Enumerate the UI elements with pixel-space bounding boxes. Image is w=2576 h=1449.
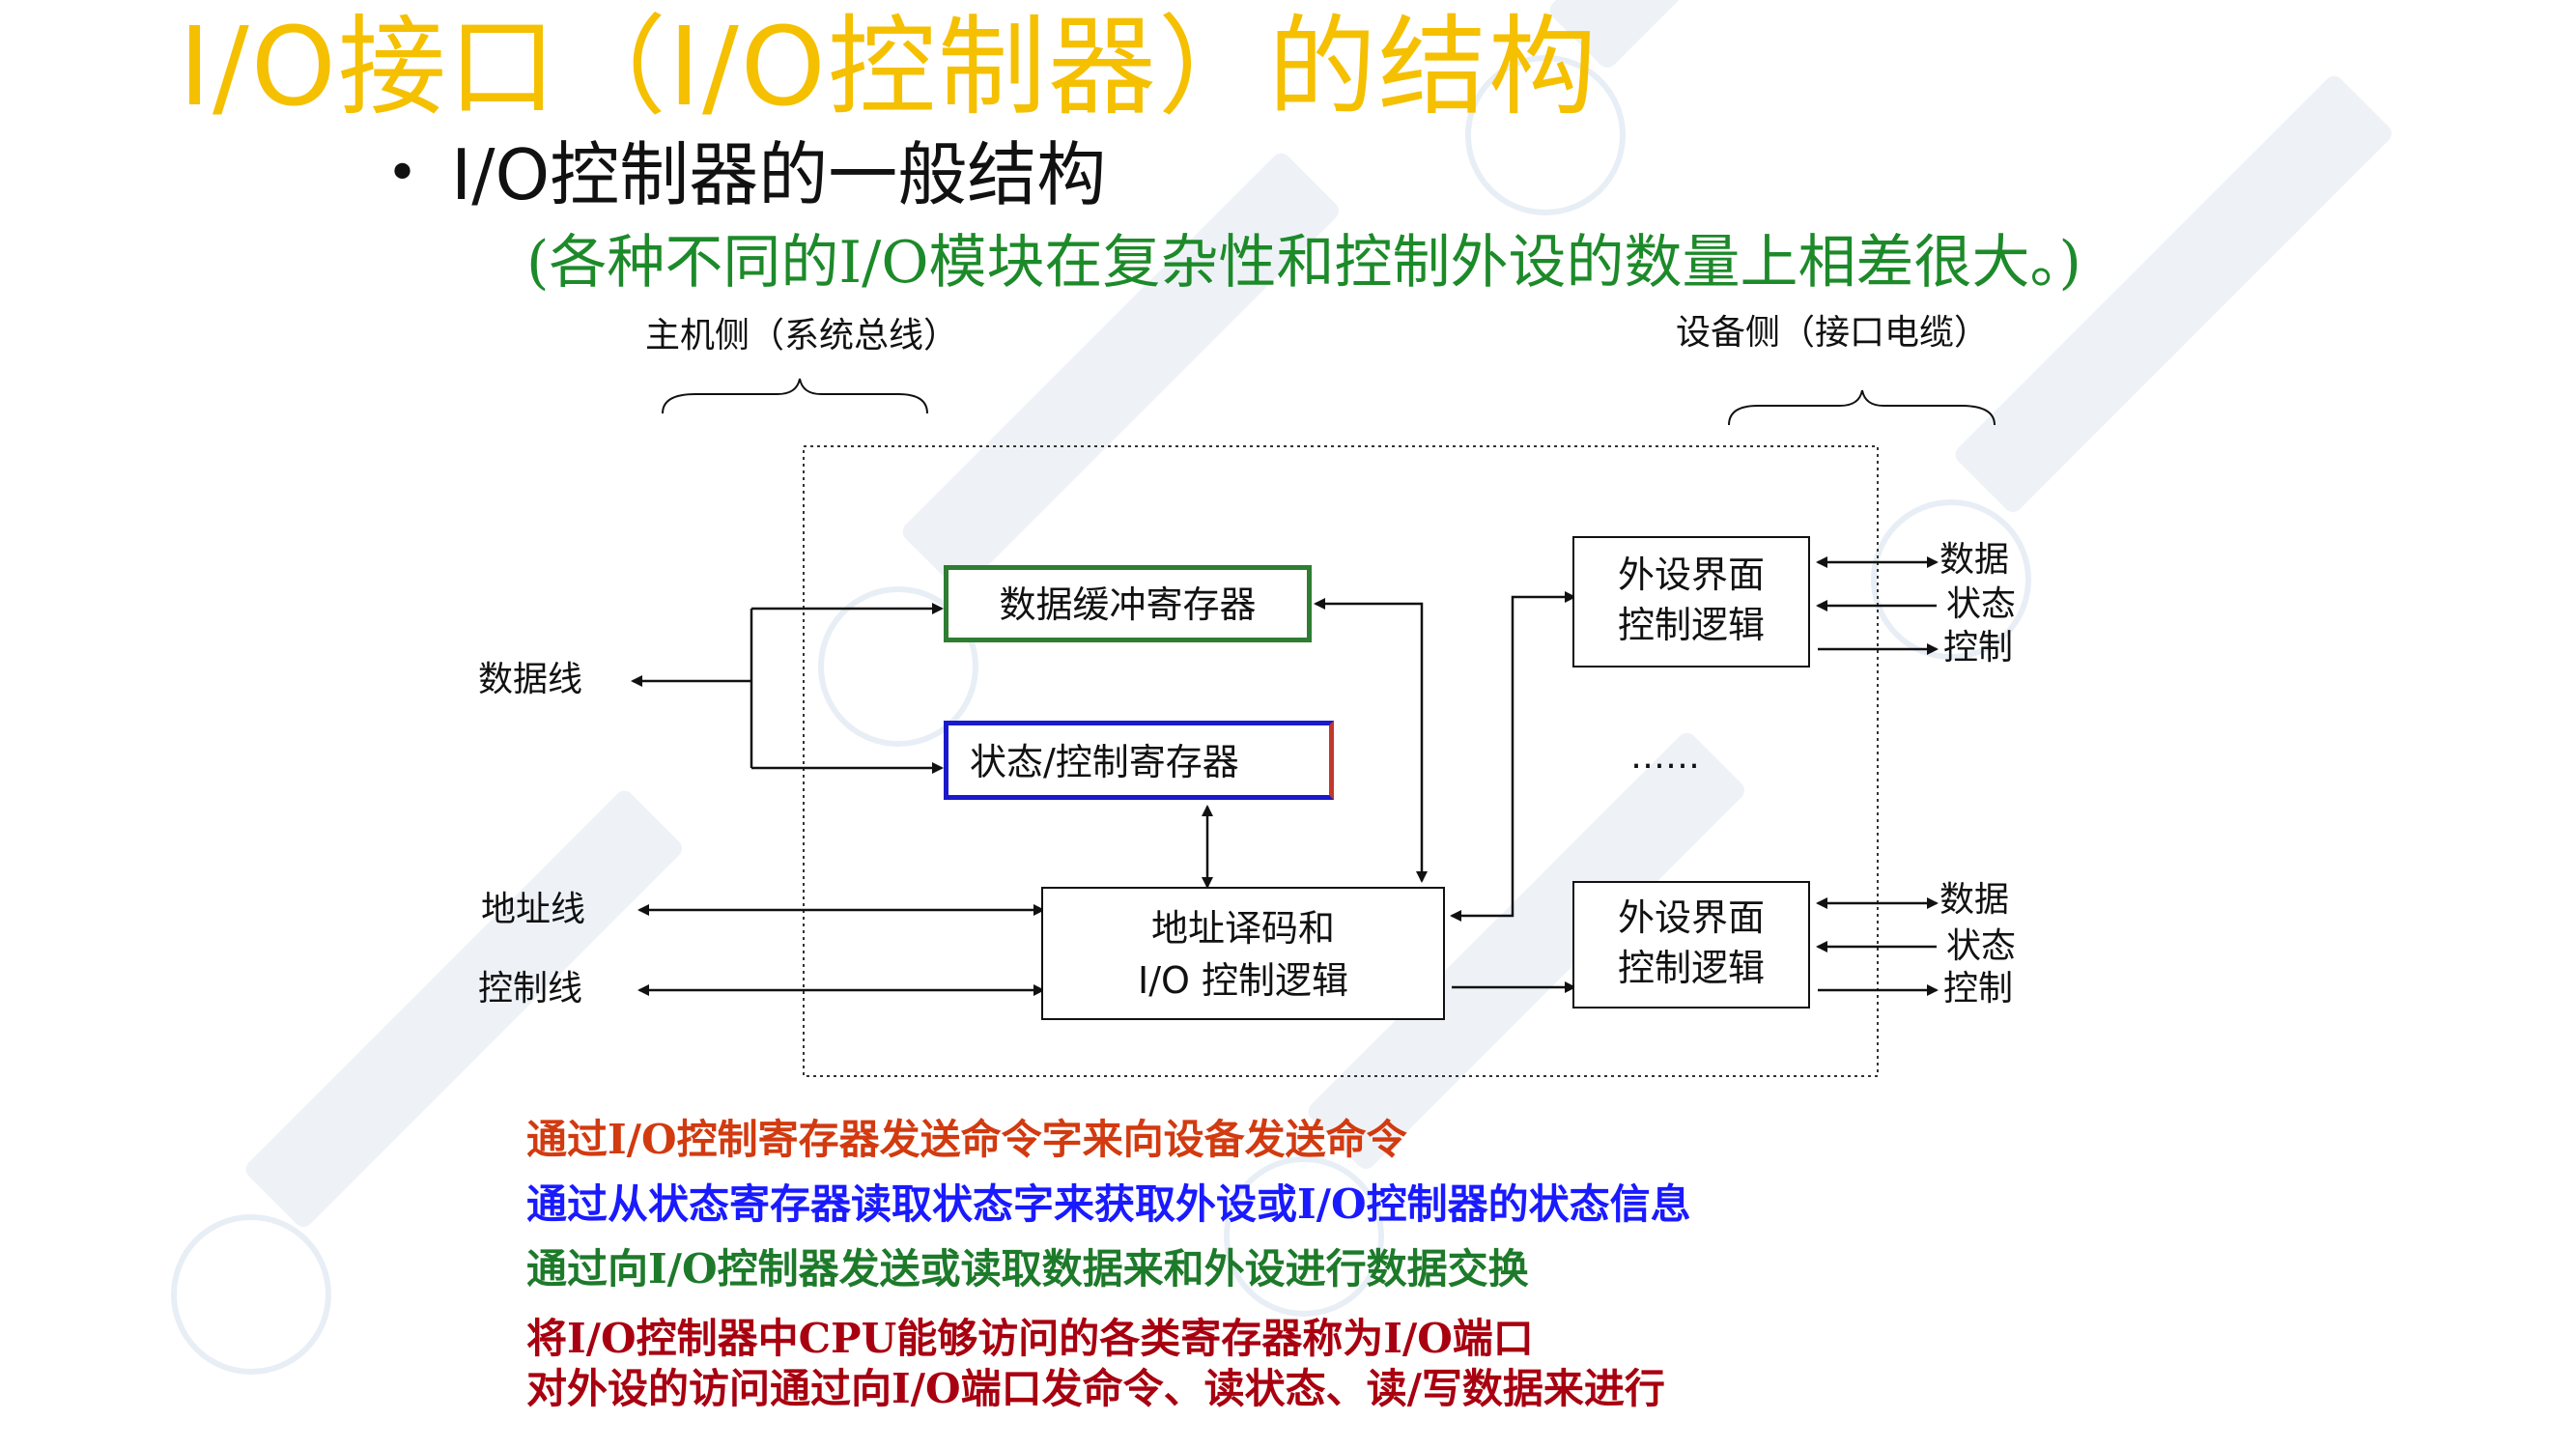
lower-control-signal: 控制 — [1943, 969, 2014, 1009]
decoder-to-upper-logic-arrow — [1450, 591, 1576, 922]
bullet-text: I/O控制器的一般结构 — [451, 134, 1107, 215]
host-side-label: 主机侧（系统总线） — [645, 316, 959, 355]
device-interface-logic-upper: 外设界面 控制逻辑 — [1572, 536, 1810, 668]
device-side-label: 设备侧（接口电缆） — [1676, 313, 1990, 353]
page-title: I/O接口（I/O控制器）的结构 — [179, 5, 1599, 130]
device-interface-logic-lower-line2: 控制逻辑 — [1617, 947, 1765, 989]
note-device-access: 对外设的访问通过向I/O端口发命令、读状态、读/写数据来进行 — [526, 1365, 1665, 1412]
data-buffer-register: 数据缓冲寄存器 — [944, 565, 1312, 642]
data-line-label: 数据线 — [478, 660, 583, 699]
lower-status-signal: 状态 — [1946, 926, 2017, 966]
buffer-to-decoder-arrow — [1314, 598, 1428, 883]
status-control-register: 状态/控制寄存器 — [944, 721, 1334, 800]
upper-status-signal: 状态 — [1946, 584, 2017, 624]
device-interface-logic-lower-line1: 外设界面 — [1617, 896, 1765, 939]
device-interface-logic-lower: 外设界面 控制逻辑 — [1572, 881, 1810, 1009]
bullet-heading: • I/O控制器的一般结构 — [386, 126, 1106, 223]
host-brace — [662, 378, 928, 414]
control-line-label: 控制线 — [478, 969, 583, 1009]
note-command: 通过I/O控制寄存器发送命令字来向设备发送命令 — [526, 1116, 1407, 1163]
device-ellipsis: …… — [1630, 737, 1700, 777]
subtitle: (各种不同的I/O模块在复杂性和控制外设的数量上相差很大。) — [526, 229, 2081, 297]
upper-control-signal: 控制 — [1943, 628, 2014, 668]
device-brace — [1728, 389, 1996, 426]
device-interface-logic-upper-line2: 控制逻辑 — [1617, 604, 1765, 646]
device-interface-logic-upper-line1: 外设界面 — [1617, 554, 1765, 596]
note-data: 通过向I/O控制器发送或读取数据来和外设进行数据交换 — [526, 1245, 1529, 1293]
status-control-register-label: 状态/控制寄存器 — [970, 741, 1239, 783]
upper-data-signal: 数据 — [1939, 540, 2010, 580]
address-decoder-line2: I/O 控制逻辑 — [1138, 959, 1348, 1002]
data-buffer-register-label: 数据缓冲寄存器 — [999, 583, 1257, 626]
address-decoder-box: 地址译码和 I/O 控制逻辑 — [1041, 887, 1445, 1020]
bullet-dot: • — [386, 142, 419, 205]
controller-boundary — [803, 445, 1879, 1077]
address-line-label: 地址线 — [481, 890, 586, 929]
note-io-port: 将I/O控制器中CPU能够访问的各类寄存器称为I/O端口 — [526, 1315, 1534, 1362]
lower-data-signal: 数据 — [1939, 880, 2010, 920]
address-decoder-line1: 地址译码和 — [1150, 907, 1335, 950]
note-status: 通过从状态寄存器读取状态字来获取外设或I/O控制器的状态信息 — [526, 1180, 1691, 1228]
